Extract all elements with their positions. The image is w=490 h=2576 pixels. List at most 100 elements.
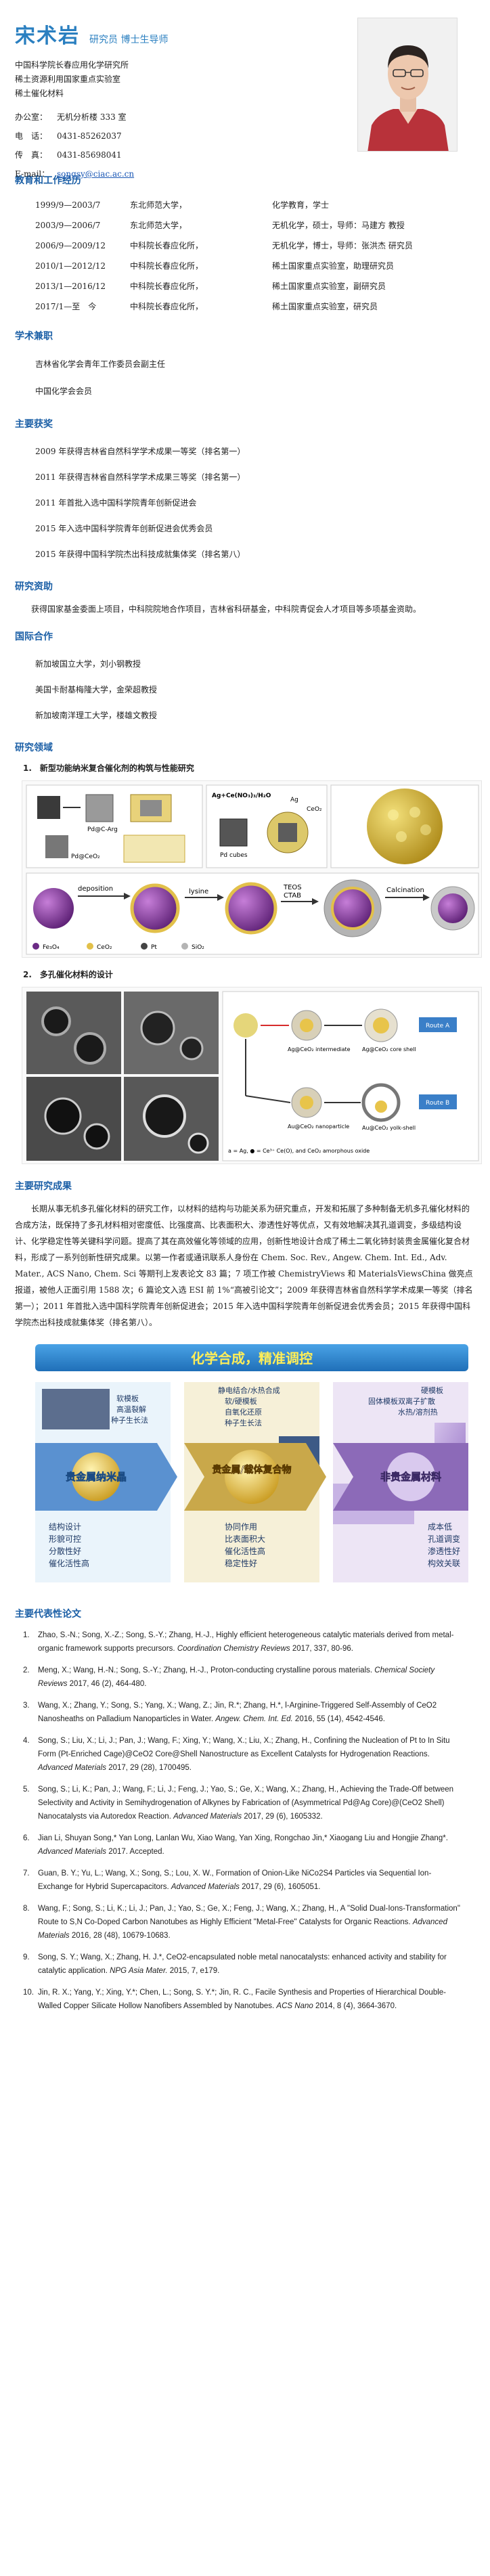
figure-1-svg: Pd@C-Arg Pd@CeO₂ Ag+Ce(NO₃)₃/H₂O Pd cube…: [26, 784, 479, 955]
step-ctab: CTAB: [284, 892, 301, 900]
fig2-label-intermediate: Ag@CeO₂ intermediate: [288, 1046, 351, 1052]
contact-label: 传 真：: [15, 150, 48, 160]
citation-volume: 2014, 8 (4), 3664-3670.: [313, 2002, 397, 2010]
citation-authors-title: Song, S.; Li, K.; Pan, J.; Wang, F.; Li,…: [38, 1785, 454, 1821]
affiliation: 中国科学院长春应用化学研究所 稀土资源利用国家重点实验室 稀土催化材料: [15, 58, 475, 101]
publication-item: 8.Wang, F.; Song, S.; Li, K.; Li, J.; Pa…: [15, 1902, 475, 1942]
publication-citation: Jian Li, Shuyan Song,* Yan Long, Lanlan …: [38, 1831, 475, 1859]
list-item: 中国化学会会员: [35, 386, 93, 396]
citation-authors-title: Meng, X.; Wang, H.-N.; Song, S.-Y.; Zhan…: [38, 1666, 375, 1674]
step-calcination: Calcination: [386, 887, 424, 894]
citation-volume: 2017, 29 (28), 1700495.: [106, 1764, 192, 1772]
publication-number: 10.: [23, 1989, 34, 1997]
publication-citation: Guan, B. Y.; Yu, L.; Wang, X.; Song, S.;…: [38, 1867, 475, 1894]
method-text: 硬模板: [421, 1385, 443, 1395]
feature-text: 分散性好: [49, 1546, 81, 1556]
infographic-title: 化学合成，精准调控: [191, 1350, 313, 1367]
publication-number: 8.: [23, 1905, 30, 1913]
edu-years: 2006/9—2009/12: [35, 241, 106, 250]
section-title-education: 教育和工作经历: [15, 175, 81, 186]
section-title-international: 国际合作: [15, 631, 53, 642]
publication-citation: Song, S.; Li, K.; Pan, J.; Wang, F.; Li,…: [38, 1783, 475, 1823]
list-item: 新加坡国立大学，刘小钢教授: [35, 659, 141, 669]
contact-label: E-mail：: [15, 169, 50, 179]
method-text: 软模板: [116, 1394, 139, 1403]
publication-citation: Meng, X.; Wang, H.-N.; Song, S.-Y.; Zhan…: [38, 1664, 475, 1691]
edu-detail: 稀土国家重点实验室，助理研究员: [272, 261, 395, 271]
fig1-label-pdceo2: Pd@CeO₂: [71, 853, 100, 860]
publication-number: 3.: [23, 1702, 30, 1710]
edu-org: 东北师范大学，: [130, 200, 187, 210]
fig2-label-au-np: Au@CeO₂ nanoparticle: [288, 1124, 349, 1130]
method-text: 固体模板双离子扩散: [368, 1396, 435, 1406]
catalyst-sphere-illustration: [367, 789, 443, 864]
citation-authors-title: Song, S. Y.; Wang, X.; Zhang, H. J.*, Ce…: [38, 1953, 447, 1975]
edu-years: 2003/9—2006/7: [35, 221, 101, 230]
method-text: 自氧化还原: [225, 1407, 262, 1417]
citation-journal: Advanced Materials: [38, 1848, 106, 1856]
edu-org: 中科院长春应化所，: [130, 282, 204, 291]
feature-text: 稳定性好: [225, 1558, 257, 1568]
list-item: 2015 年入选中国科学院青年创新促进会优秀会员: [35, 524, 213, 533]
contact-label: 办公室：: [15, 112, 48, 122]
publication-number: 5.: [23, 1785, 30, 1794]
section-title-fields: 研究领域: [15, 742, 53, 753]
intl-list: 新加坡国立大学，刘小钢教授 美国卡耐基梅隆大学，金荣超教授 新加坡南洋理工大学，…: [15, 651, 475, 728]
list-item: 2011 年首批入选中国科学院青年创新促进会: [35, 498, 197, 508]
citation-journal: Angew. Chem. Int. Ed.: [215, 1715, 293, 1723]
section-title-service: 学术兼职: [15, 331, 53, 342]
list-item: 2013/1—2016/12 中科院长春应化所， 稀土国家重点实验室，副研究员: [35, 276, 475, 296]
publication-item: 5. Song, S.; Li, K.; Pan, J.; Wang, F.; L…: [15, 1783, 475, 1823]
fig1-label-agce: Ag+Ce(NO₃)₃/H₂O: [212, 793, 271, 799]
legend-sio2: SiO₂: [192, 944, 204, 951]
list-item: 新加坡南洋理工大学，楼雄文教授: [35, 711, 158, 720]
fig1-label-pdcubes: Pd cubes: [220, 852, 248, 859]
publication-item: 3. Wang, X.; Zhang, Y.; Song, S.; Yang, X…: [15, 1699, 475, 1726]
citation-journal: Chemical Society Reviews: [38, 1666, 435, 1688]
tem-image: [26, 992, 121, 1074]
profile-header: 宋术岩 研究员 博士生导师 中国科学院长春应用化学研究所 稀土资源利用国家重点实…: [15, 0, 475, 179]
method-text: 静电结合/水热合成: [218, 1385, 280, 1395]
edu-org: 中科院长春应化所，: [130, 241, 204, 250]
edu-detail: 稀土国家重点实验室，副研究员: [272, 282, 386, 291]
publication-citation: Wang, X.; Zhang, Y.; Song, S.; Yang, X.;…: [38, 1699, 475, 1726]
section-title-awards: 主要获奖: [15, 419, 53, 430]
citation-authors-title: Jian Li, Shuyan Song,* Yan Long, Lanlan …: [38, 1834, 448, 1842]
list-item: 2011 年获得吉林省自然科学学术成果三等奖（排名第一）: [35, 472, 246, 482]
awards-list: 2009 年获得吉林省自然科学学术成果一等奖（排名第一） 2011 年获得吉林省…: [15, 439, 475, 567]
citation-journal: ACS Nano: [276, 2002, 313, 2010]
citation-journal: Advanced Materials: [38, 1764, 106, 1772]
publication-citation: Song, S. Y.; Wang, X.; Zhang, H. J.*, Ce…: [38, 1951, 475, 1978]
legend-pt: Pt: [151, 944, 157, 951]
center-label-3: 非贵金属材料: [380, 1471, 441, 1483]
email-link[interactable]: songsy@ciac.ac.cn: [57, 169, 135, 179]
fig1-label-ceo2: CeO₂: [307, 806, 322, 813]
fig1-label-ag: Ag: [290, 797, 298, 803]
edu-detail: 无机化学，硕士，导师：马建方 教授: [272, 221, 405, 230]
figure-2-svg: Ag@CeO₂ intermediate Ag@CeO₂ core shell …: [26, 991, 479, 1161]
feature-text: 结构设计: [49, 1522, 81, 1532]
edu-years: 2013/1—2016/12: [35, 282, 106, 291]
citation-journal: Advanced Materials: [173, 1813, 242, 1821]
synthesis-infographic: 化学合成，精准调控 软模板 高温裂解 种子生长法 静电结合/水热合成 软/硬模板…: [22, 1341, 482, 1593]
center-label-1: 贵金属纳米晶: [66, 1471, 127, 1483]
contact-block: 办公室：无机分析楼 333 室 电 话：0431-85262037 传 真：04…: [15, 108, 475, 183]
section-title-publications: 主要代表性论文: [15, 1609, 81, 1620]
citation-volume: 2017, 46 (2), 464-480.: [67, 1680, 147, 1688]
feature-text: 成本低: [428, 1522, 452, 1532]
results-text: 长期从事无机多孔催化材料的研究工作，以材料的结构与功能关系为研究重点，开发和拓展…: [15, 1204, 473, 1327]
publication-item: 6.Jian Li, Shuyan Song,* Yan Long, Lanla…: [15, 1831, 475, 1859]
feature-text: 构效关联: [428, 1558, 460, 1568]
center-label-2: 贵金属/载体复合物: [212, 1464, 291, 1475]
edu-org: 中科院长春应化所，: [130, 302, 204, 311]
feature-text: 比表面积大: [225, 1534, 265, 1544]
person-titles: 研究员 博士生导师: [89, 35, 169, 45]
edu-org: 中科院长春应化所，: [130, 261, 204, 271]
feature-text: 催化活性高: [225, 1546, 265, 1556]
list-item: 2017/1—至 今中科院长春应化所，稀土国家重点实验室，研究员: [35, 296, 475, 317]
affiliation-line: 稀土资源利用国家重点实验室: [15, 74, 121, 84]
method-text: 软/硬模板: [225, 1396, 257, 1406]
section-title-funding: 研究资助: [15, 581, 53, 592]
